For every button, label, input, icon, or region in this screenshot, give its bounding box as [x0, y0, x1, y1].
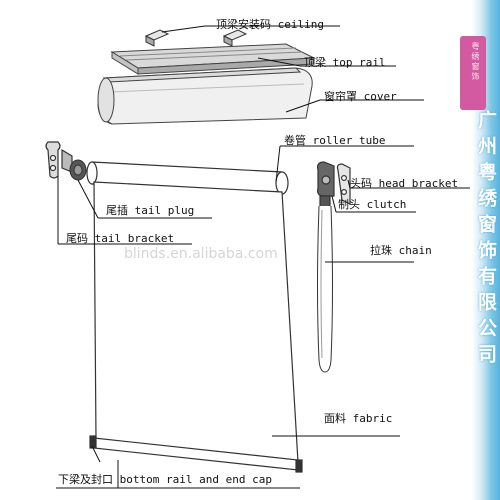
top-rail	[110, 43, 316, 75]
label-tail-plug: 尾插 tail plug	[106, 204, 195, 217]
tail-plug	[69, 159, 87, 181]
label-bottom-rail: 下梁及封口 bottom rail and end cap	[58, 473, 272, 486]
leader-lines	[56, 25, 470, 489]
head-bracket	[336, 163, 351, 205]
label-top-rail: 顶梁 top rail	[304, 56, 386, 69]
label-clutch: 制头 clutch	[338, 198, 407, 211]
label-chain: 拉珠 chain	[370, 244, 432, 257]
watermark-text: blinds.en.alibaba.com	[124, 246, 278, 262]
fabric	[93, 181, 299, 463]
label-head-bracket: 头码 head bracket	[350, 177, 459, 190]
brand-seal	[460, 36, 486, 110]
brand-seal-text: 粤绣窗饰	[471, 42, 480, 82]
label-cover: 窗帘罩 cover	[324, 90, 397, 103]
label-fabric: 面料 fabric	[324, 412, 393, 425]
label-tail-bracket: 尾码 tail bracket	[66, 232, 175, 245]
label-roller-tube: 卷管 roller tube	[284, 134, 386, 147]
bottom-rail	[89, 435, 303, 473]
chain	[317, 205, 333, 373]
label-ceiling: 顶梁安装码 ceiling	[216, 18, 324, 31]
tail-bracket	[45, 141, 73, 179]
clutch	[317, 161, 335, 209]
cover	[97, 67, 313, 125]
brand-company-name: 广州粤绣窗饰有限公司	[475, 110, 497, 370]
ceiling-clips	[144, 29, 248, 47]
